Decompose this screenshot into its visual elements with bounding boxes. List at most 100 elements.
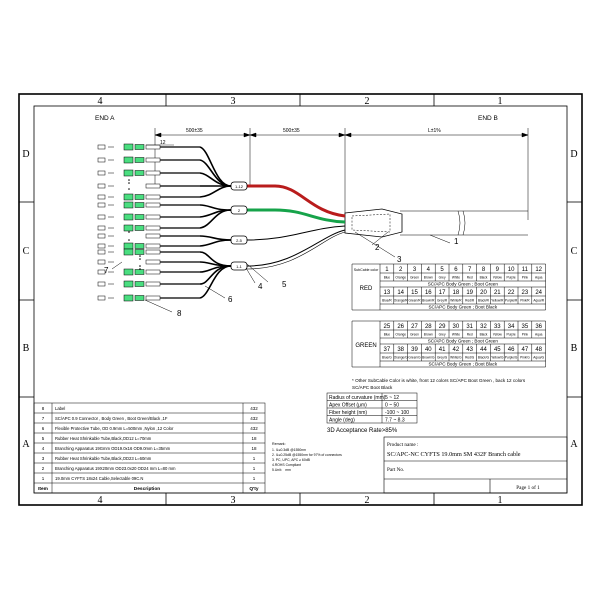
callout-2: 2 <box>375 243 380 252</box>
bom-qty-5: 18 <box>251 436 257 441</box>
green-fiber-number: 48 <box>535 347 542 353</box>
green-fiber-number: 39 <box>411 347 418 353</box>
green-connector-spec-2: SC/APC Body Green ; Boot Black <box>428 362 497 367</box>
dimension-seg1: 500±35 <box>186 128 203 134</box>
callout-leaders <box>111 231 451 313</box>
red-fiber-color: Black/R <box>478 299 490 303</box>
bom-desc-3: Rubber Heat Shrinkable Tube,Black,OD23 L… <box>55 456 152 461</box>
callout-4: 4 <box>258 282 263 291</box>
red-group-label: RED <box>360 286 373 292</box>
red-connector-spec-2: SC/APC Body Green ; Boot Black <box>428 305 497 310</box>
green-fiber-number: 31 <box>466 324 473 330</box>
connector <box>97 242 161 250</box>
col-label-bottom-4: 1 <box>498 495 503 506</box>
green-fiber-number: 37 <box>384 347 391 353</box>
connector <box>97 280 161 288</box>
row-label-left-2: C <box>23 246 30 257</box>
frame: 4 3 2 1 4 3 2 1 D C B A D C B A <box>18 93 583 506</box>
row-label-left-1: D <box>22 149 29 160</box>
bom-qty-2: 1 <box>253 466 256 471</box>
product-name-label: Product name : <box>387 442 419 448</box>
connector <box>97 268 161 276</box>
green-fiber-color: Black <box>480 333 488 337</box>
green-fiber-color: Aqua <box>535 333 543 337</box>
subcable-green <box>247 208 346 224</box>
bom-table <box>33 402 266 494</box>
connector <box>97 213 161 221</box>
green-fiber-number: 29 <box>439 324 446 330</box>
red-fiber-color: Orange/R <box>394 299 409 303</box>
col-label-top-1: 4 <box>98 96 103 107</box>
fanout-fibers <box>199 146 232 299</box>
red-fiber-number: 23 <box>522 290 529 296</box>
bom-item-3: 3 <box>42 456 45 461</box>
breakout-label-4: 1-1 <box>236 264 243 269</box>
bom-header-item: Item <box>38 486 48 492</box>
red-fiber-color: Grey <box>439 276 446 280</box>
red-fiber-color: Purple <box>506 276 515 280</box>
red-fiber-number: 18 <box>453 290 460 296</box>
green-fiber-color: Black/G <box>478 356 490 360</box>
spec-label-1: Radius of curvature (mm) <box>329 395 386 401</box>
spec-label-3: Fiber height (nm) <box>329 410 367 416</box>
row-label-right-4: A <box>570 439 578 450</box>
red-fiber-number: 1 <box>385 267 389 273</box>
green-fiber-color: Orange/G <box>394 356 409 360</box>
red-fiber-color: Aqua/R <box>533 299 544 303</box>
red-fiber-color: Red <box>467 276 473 280</box>
red-fiber-number: 3 <box>413 267 417 273</box>
col-label-bottom-2: 3 <box>231 495 236 506</box>
green-fiber-number: 43 <box>466 347 473 353</box>
green-fiber-number: 27 <box>411 324 418 330</box>
breakout-label-3: 2-5 <box>236 238 243 243</box>
heat-shrink-tube <box>351 213 391 233</box>
inner-border <box>33 105 568 494</box>
green-fiber-number: 28 <box>425 324 432 330</box>
connectors <box>97 143 161 302</box>
red-fiber-number: 19 <box>466 290 473 296</box>
breakout-label-1: 1-12 <box>235 184 244 189</box>
callout-5: 5 <box>282 280 287 289</box>
red-fiber-number: 5 <box>440 267 444 273</box>
green-connector-spec: SC/APC Body Green ; Boot Green <box>428 339 499 344</box>
red-fiber-color: White/R <box>450 299 462 303</box>
red-fiber-color: Brown/R <box>422 299 435 303</box>
green-fiber-color: Brown/G <box>422 356 435 360</box>
bom-desc-1: 19.0mm CYFTS 18x24 Cable,Selectable 09C.… <box>55 476 143 481</box>
red-fiber-number: 6 <box>454 267 458 273</box>
col-label-top-4: 1 <box>498 96 503 107</box>
callout-1: 1 <box>454 237 459 246</box>
bom-desc-8: Label <box>55 406 65 411</box>
remark-line-3: 3. PC, UPC, APC ≥ 60dB <box>272 458 311 462</box>
subcable-white-2 <box>246 229 346 267</box>
green-fiber-color: Red <box>467 333 473 337</box>
red-fiber-color: White <box>452 276 460 280</box>
dimension-seg3: L±1% <box>428 128 441 134</box>
spec-value-4: 7.7 ~ 8.3 <box>385 418 405 424</box>
col-label-bottom-1: 4 <box>98 495 103 506</box>
green-fiber-number: 44 <box>480 347 487 353</box>
red-fiber-number: 16 <box>425 290 432 296</box>
green-fiber-color: Orange <box>395 333 406 337</box>
page-indicator: Page 1 of 1 <box>516 484 540 491</box>
green-fiber-number: 36 <box>535 324 542 330</box>
breakout-label-2: 2 <box>238 208 241 213</box>
green-fiber-color: Brown <box>424 333 433 337</box>
connector <box>97 143 161 151</box>
red-fiber-color: Red/R <box>465 299 475 303</box>
red-fiber-number: 4 <box>427 267 431 273</box>
green-fiber-number: 46 <box>508 347 515 353</box>
green-fiber-number: 42 <box>453 347 460 353</box>
red-fiber-color: Pink <box>522 276 529 280</box>
red-fiber-number: 15 <box>411 290 418 296</box>
green-fiber-color: Pink <box>522 333 529 337</box>
col-label-top-2: 3 <box>231 96 236 107</box>
cable-break-mark <box>457 210 466 236</box>
spec-table <box>326 392 418 424</box>
row-label-right-3: B <box>571 343 578 354</box>
fiber-note-1: * Other SubCable Color is white, front 1… <box>352 378 526 383</box>
bom-desc-7: SC/APC 0.9 Connector , Body Green , Boot… <box>55 416 168 421</box>
acceptance-rate: 3D Acceptance Rate>85% <box>327 428 398 434</box>
callout-8: 8 <box>177 309 182 318</box>
bom-desc-5: Rubber Heat Shrinkable Tube,Black,OD12 L… <box>55 436 152 441</box>
